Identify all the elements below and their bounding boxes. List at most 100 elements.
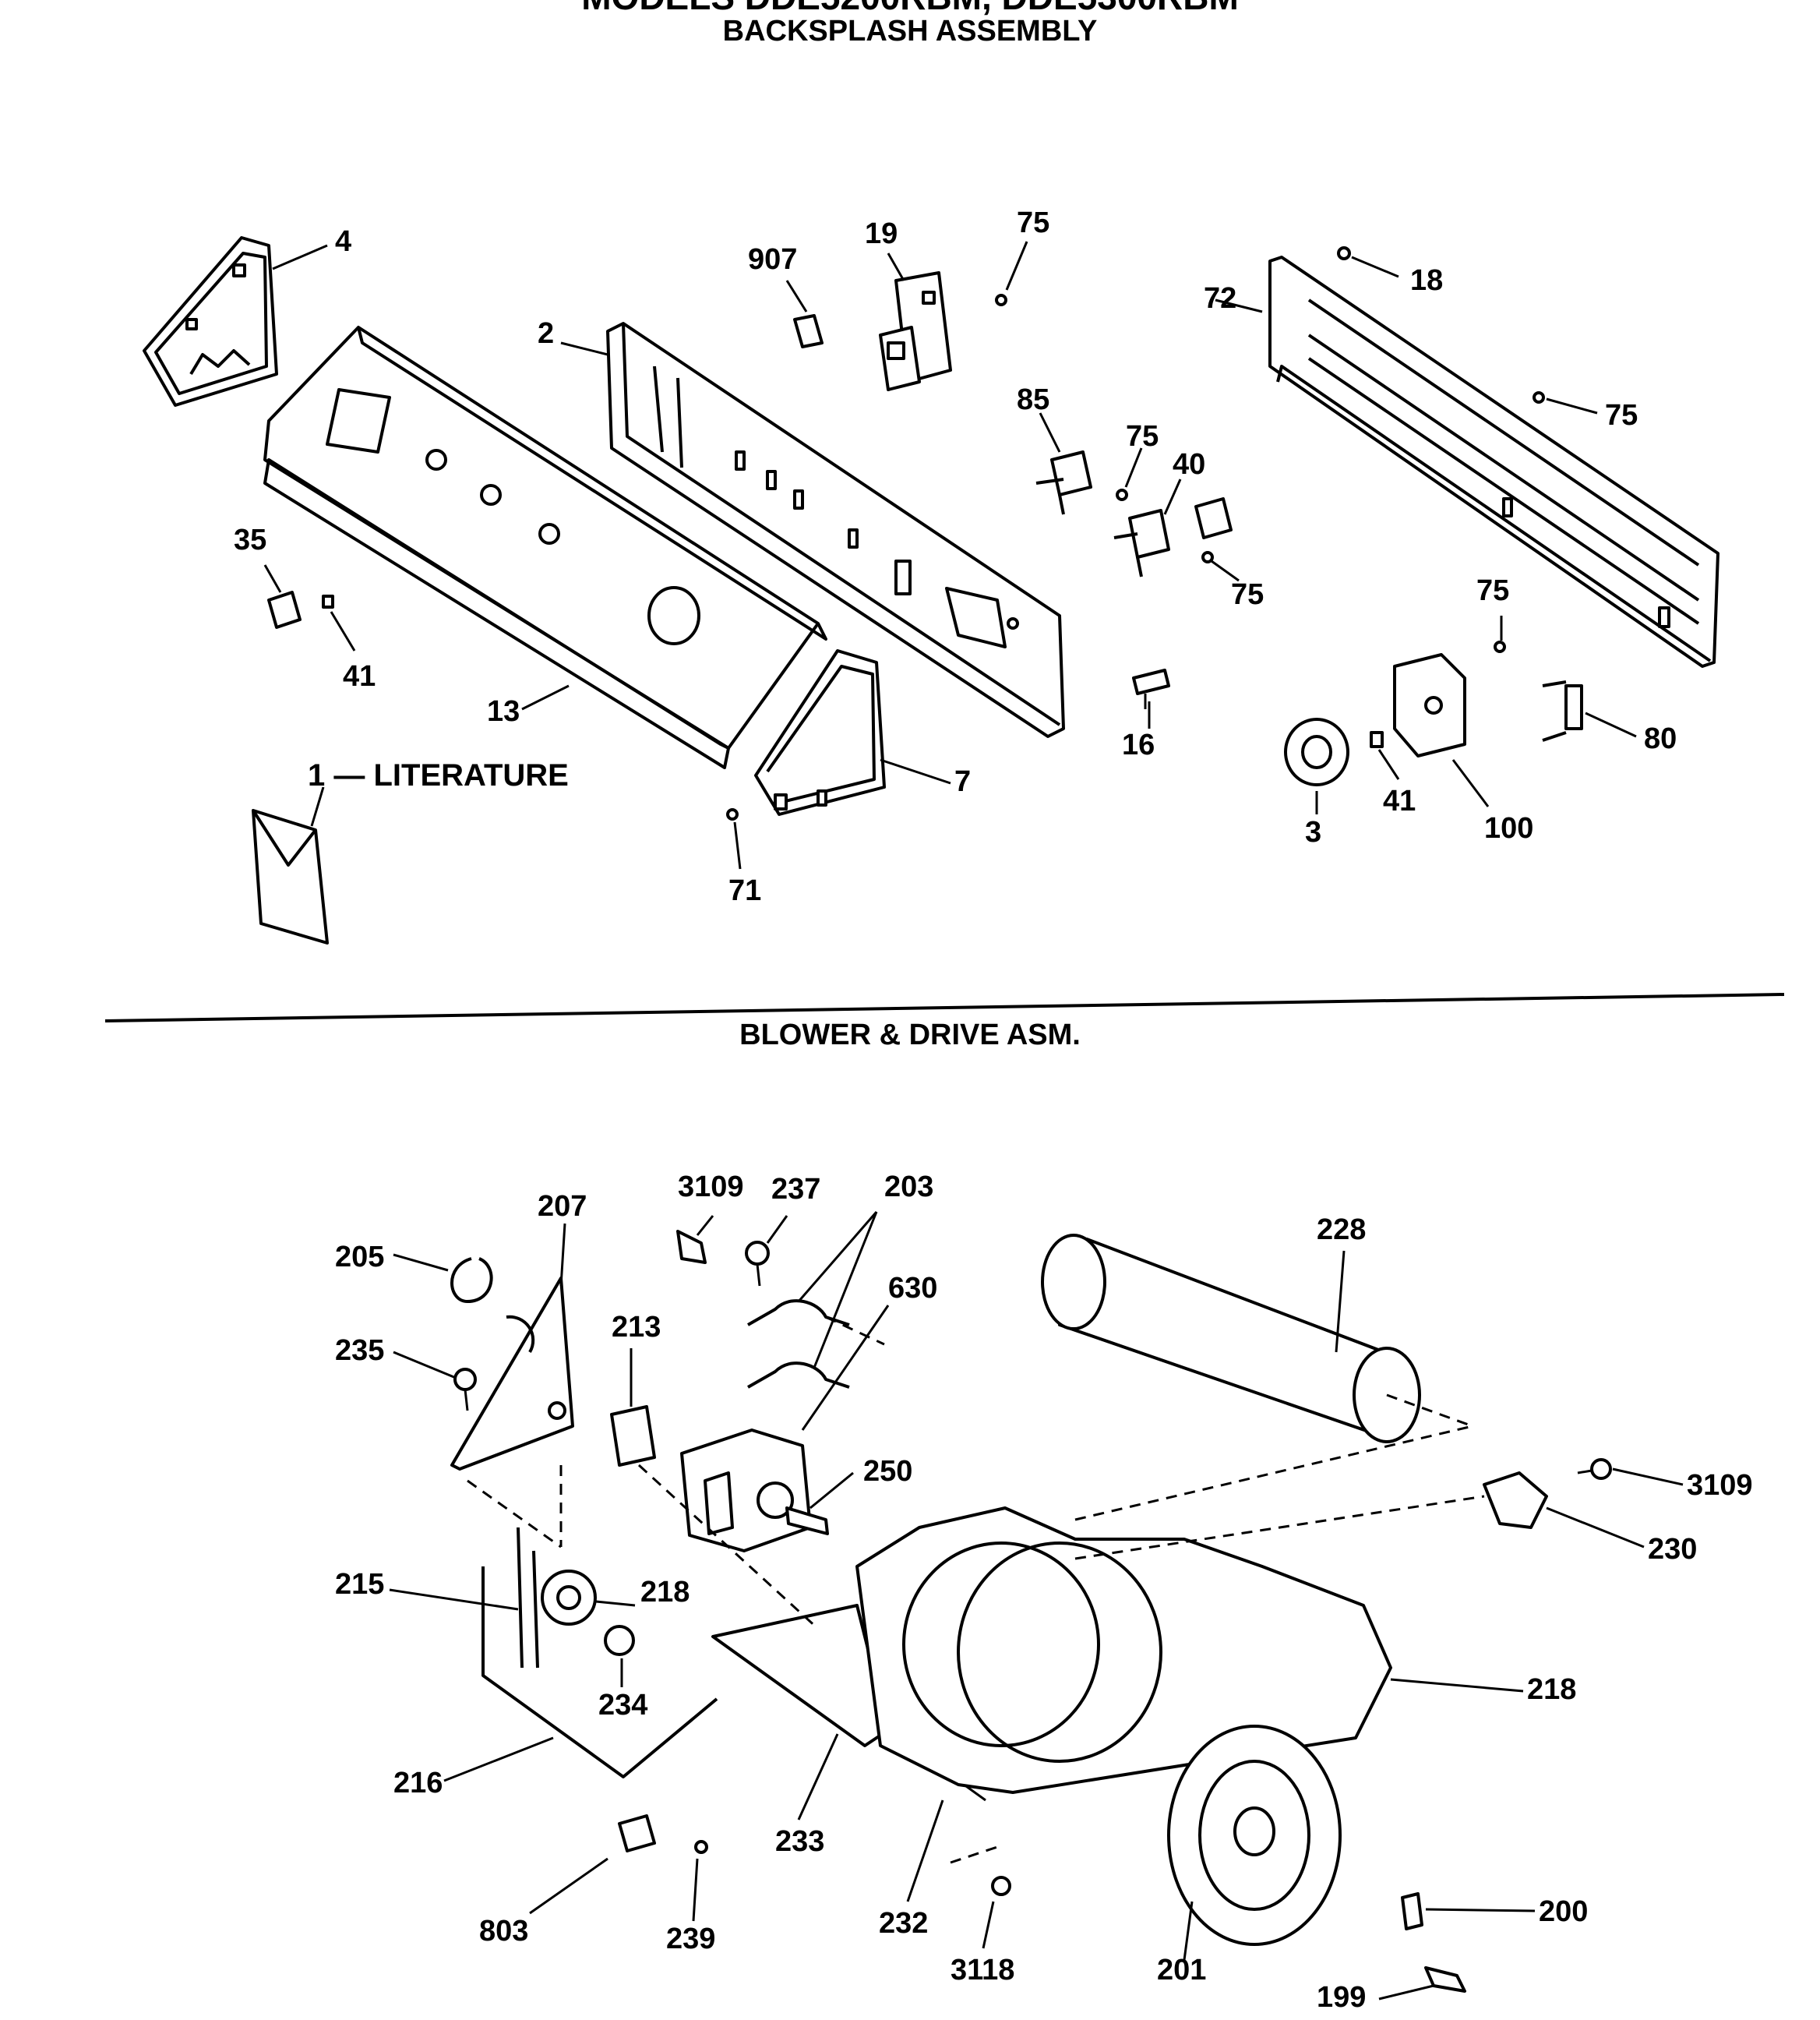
callout-234: 234: [598, 1689, 647, 1722]
callout-230: 230: [1648, 1533, 1697, 1566]
callout-41-right: 41: [1383, 785, 1416, 818]
part-630-drive-motor: [680, 1428, 812, 1552]
callout-41-left: 41: [343, 660, 376, 693]
callout-204: 205: [335, 1241, 384, 1273]
callout-203: 203: [884, 1171, 933, 1203]
callout-250: 250: [863, 1455, 912, 1488]
callout-80: 80: [1644, 722, 1677, 755]
part-41-pin: [322, 595, 334, 609]
callout-100: 100: [1484, 812, 1533, 845]
part-19-bracket: [267, 591, 302, 629]
part-235-screw: [453, 1368, 477, 1411]
callout-3: 4: [335, 225, 351, 258]
callout-75-right: 75: [1605, 399, 1638, 432]
part-72-back-panel: [1268, 256, 1719, 668]
part-201-blower-wheel: [1167, 1725, 1342, 1946]
callout-3118: 3118: [951, 1954, 1014, 1986]
part-16-connector: [1132, 669, 1170, 709]
part-228-exhaust-duct: [1041, 1234, 1473, 1443]
part-204-clip: [450, 1257, 493, 1303]
callout-237: 237: [771, 1173, 820, 1206]
part-233-base-rail: [711, 1604, 890, 1747]
callout-13: 13: [487, 695, 520, 728]
callout-18: 18: [1410, 264, 1443, 297]
part-213-idler-pulley-frame: [517, 1527, 539, 1669]
callout-2: 2: [538, 317, 554, 350]
part-218-blower-housing: [855, 1506, 1392, 1794]
callout-201: 201: [1157, 1954, 1206, 1986]
part-237-screw: [745, 1241, 770, 1287]
backsplash-leaders: [263, 241, 1637, 870]
backsplash-callout-labels: 4 2 13 7 907 19 75 72 18 75 85 75 40 75 …: [234, 207, 1677, 907]
callout-907: 907: [748, 243, 797, 276]
screws-group: [726, 246, 1545, 821]
part-7-knob: [1284, 718, 1349, 786]
callout-75-top: 75: [1017, 207, 1049, 239]
part-230-coupling: [1483, 1471, 1548, 1529]
literature-label: 1 — LITERATURE: [308, 758, 569, 793]
callout-199: 199: [1317, 1981, 1366, 2014]
backsplash-title: BACKSPLASH ASSEMBLY: [723, 15, 1098, 48]
callout-75-mid: 75: [1126, 420, 1159, 453]
callout-232: 232: [879, 1907, 928, 1940]
part-199-wrench: [1424, 1966, 1466, 1993]
callout-75-timer: 75: [1476, 574, 1509, 607]
model-title: MODELS DDE5200RBM, DDE5300RBM: [581, 0, 1239, 17]
part-216-idler-pulley: [541, 1570, 597, 1626]
part-200-bracket: [1401, 1892, 1423, 1930]
callout-7: 3: [1305, 816, 1321, 849]
part-35-switch: [879, 271, 952, 391]
part-41-pin-2: [1370, 731, 1384, 748]
callout-4: 7: [954, 765, 971, 798]
part-234-bearing: [604, 1625, 635, 1656]
part-40-switch: [1113, 497, 1233, 577]
part-3118-screw: [991, 1876, 1011, 1896]
blower-callout-labels: 205 207 235 3109 237 203 630 213 250 228…: [335, 1171, 1753, 2014]
part-1-literature-envelope: [252, 809, 329, 945]
part-205-motor-bracket: [450, 1277, 574, 1471]
part-203-motor-straps: [747, 1299, 850, 1389]
callout-215: 216: [393, 1767, 443, 1799]
part-85-switch: [1035, 450, 1092, 515]
callout-40: 40: [1173, 448, 1205, 481]
callout-803: 803: [479, 1915, 528, 1948]
assembly-dash-lines: [467, 1315, 1485, 1864]
callout-71: 71: [728, 874, 761, 907]
callout-3109-top: 3109: [678, 1171, 744, 1203]
callout-35: 19: [865, 217, 898, 250]
callout-16: 16: [1122, 729, 1155, 761]
blower-title: BLOWER & DRIVE ASM.: [739, 1019, 1081, 1051]
callout-72: 72: [1204, 282, 1236, 315]
section-divider: [104, 993, 1785, 1022]
callout-213: 215: [335, 1568, 384, 1601]
part-907-switch-knob: [793, 314, 824, 348]
callout-19: 35: [234, 524, 266, 556]
part-3109-screw-top: [676, 1230, 707, 1264]
part-4-right-end-cap: [754, 649, 886, 816]
callout-85: 85: [1017, 383, 1049, 416]
callout-228: 228: [1317, 1213, 1366, 1246]
callout-207: 213: [612, 1311, 661, 1344]
part-13-console-panel: [263, 326, 827, 769]
callout-235: 235: [335, 1334, 384, 1367]
part-803-switch: [618, 1814, 656, 1852]
part-80-clip: [1542, 680, 1583, 742]
part-2-mounting-bracket: [606, 322, 1065, 738]
blower-leaders: [389, 1211, 1684, 2001]
callout-239: 239: [666, 1923, 715, 1955]
callout-630: 630: [888, 1272, 937, 1305]
callout-3109-right: 3109: [1687, 1469, 1753, 1502]
part-250-motor-shaft: [785, 1506, 829, 1535]
part-215-idler-arm: [481, 1566, 718, 1778]
callout-216: 218: [640, 1576, 690, 1609]
callout-218: 218: [1527, 1673, 1576, 1706]
callout-205: 207: [538, 1190, 587, 1223]
part-100-timer: [1393, 653, 1466, 758]
part-239-screw: [694, 1840, 708, 1854]
callout-75-lower: 75: [1231, 578, 1264, 611]
callout-233: 233: [775, 1825, 824, 1858]
part-207-switch: [610, 1405, 656, 1467]
callout-200: 200: [1539, 1895, 1588, 1928]
